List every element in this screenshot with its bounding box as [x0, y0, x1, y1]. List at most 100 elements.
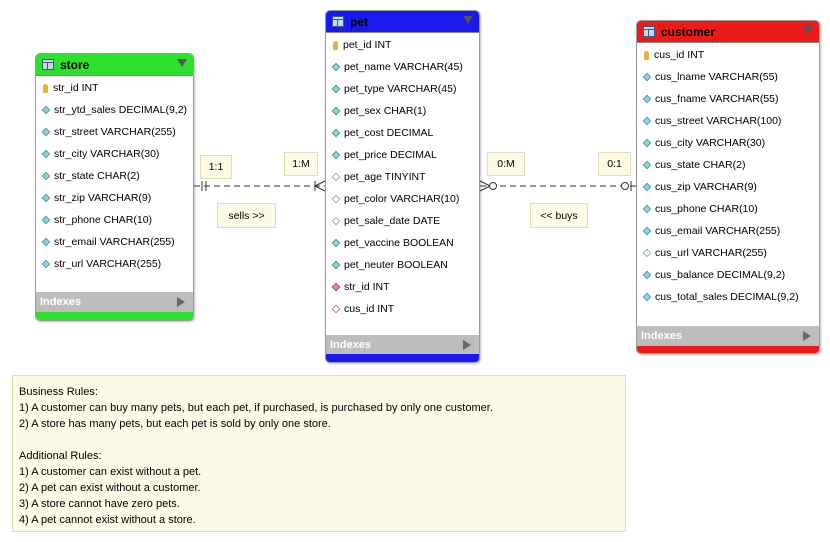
buys-relationship-label: << buys — [530, 203, 588, 228]
column-row[interactable]: cus_id INT — [331, 301, 395, 317]
diamond-filled-icon — [41, 171, 51, 181]
column-name: pet_name VARCHAR(45) — [344, 61, 463, 73]
diamond-filled-icon — [642, 292, 652, 302]
column-row[interactable]: str_id INT — [42, 80, 99, 96]
store-cardinality-label: 1:1 — [200, 155, 232, 179]
collapse-arrow-icon[interactable] — [803, 26, 813, 34]
column-name: pet_age TINYINT — [344, 171, 426, 183]
diamond-filled-icon — [331, 84, 341, 94]
column-row[interactable]: cus_lname VARCHAR(55) — [642, 69, 778, 85]
column-row[interactable]: cus_street VARCHAR(100) — [642, 113, 782, 129]
store-indexes-bar[interactable]: Indexes — [36, 292, 193, 312]
column-name: cus_city VARCHAR(30) — [655, 137, 766, 149]
indexes-label: Indexes — [40, 296, 81, 308]
diamond-filled-icon — [41, 215, 51, 225]
diamond-filled-icon — [642, 116, 652, 126]
column-name: str_url VARCHAR(255) — [54, 258, 162, 270]
table-icon — [332, 16, 344, 27]
column-row[interactable]: pet_name VARCHAR(45) — [331, 59, 463, 75]
column-row[interactable]: str_street VARCHAR(255) — [41, 124, 176, 140]
diamond-filled-icon — [642, 160, 652, 170]
customer-indexes-bar[interactable]: Indexes — [637, 326, 819, 346]
diamond-filled-icon — [41, 127, 51, 137]
column-row[interactable]: pet_vaccine BOOLEAN — [331, 235, 454, 251]
column-row[interactable]: pet_sale_date DATE — [331, 213, 440, 229]
store-table-title: store — [60, 57, 90, 72]
key-icon — [644, 50, 649, 60]
column-row[interactable]: cus_id INT — [643, 47, 704, 63]
column-name: cus_id INT — [654, 49, 705, 61]
column-row[interactable]: str_state CHAR(2) — [41, 168, 140, 184]
column-name: str_email VARCHAR(255) — [54, 236, 175, 248]
diamond-filled-icon — [331, 128, 341, 138]
column-name: cus_lname VARCHAR(55) — [655, 71, 778, 83]
column-row[interactable]: str_ytd_sales DECIMAL(9,2) — [41, 102, 187, 118]
column-row[interactable]: pet_sex CHAR(1) — [331, 103, 427, 119]
pet-table-header[interactable]: pet — [326, 11, 479, 33]
column-row[interactable]: pet_type VARCHAR(45) — [331, 81, 457, 97]
column-row[interactable]: cus_zip VARCHAR(9) — [642, 179, 757, 195]
pet-table[interactable]: pet pet_id INT pet_name VARCHAR(45) pet_ty… — [325, 10, 480, 363]
column-name: str_id INT — [344, 281, 390, 293]
column-row[interactable]: cus_city VARCHAR(30) — [642, 135, 766, 151]
column-row[interactable]: str_zip VARCHAR(9) — [41, 190, 151, 206]
table-icon — [643, 26, 655, 37]
column-name: cus_street VARCHAR(100) — [655, 115, 782, 127]
column-row[interactable]: pet_cost DECIMAL — [331, 125, 434, 141]
column-name: cus_total_sales DECIMAL(9,2) — [655, 291, 799, 303]
column-row[interactable]: str_phone CHAR(10) — [41, 212, 153, 228]
expand-arrow-icon[interactable] — [177, 297, 185, 307]
column-row[interactable]: cus_url VARCHAR(255) — [642, 245, 767, 261]
diamond-filled-icon — [642, 182, 652, 192]
column-row[interactable]: str_url VARCHAR(255) — [41, 256, 162, 272]
collapse-arrow-icon[interactable] — [177, 59, 187, 67]
column-name: str_city VARCHAR(30) — [54, 148, 160, 160]
pet-crowfoot-top — [314, 180, 326, 187]
pet-cardinality-label: 1:M — [284, 152, 318, 176]
diamond-red-empty-icon — [331, 304, 341, 314]
pet-crowfoot2-top — [479, 180, 491, 187]
column-name: pet_vaccine BOOLEAN — [344, 237, 454, 249]
diamond-empty-icon — [331, 216, 341, 226]
pet-zero-mark — [489, 182, 497, 190]
column-name: pet_type VARCHAR(45) — [344, 83, 457, 95]
column-row[interactable]: str_id INT — [331, 279, 390, 295]
customer-table-header[interactable]: customer — [637, 21, 819, 43]
collapse-arrow-icon[interactable] — [463, 16, 473, 24]
column-row[interactable]: cus_balance DECIMAL(9,2) — [642, 267, 785, 283]
indexes-label: Indexes — [641, 330, 682, 342]
expand-arrow-icon[interactable] — [803, 331, 811, 341]
key-icon — [333, 40, 338, 50]
column-row[interactable]: pet_id INT — [332, 37, 391, 53]
column-row[interactable]: pet_price DECIMAL — [331, 147, 437, 163]
diamond-filled-icon — [331, 238, 341, 248]
column-name: cus_zip VARCHAR(9) — [655, 181, 757, 193]
column-name: cus_id INT — [344, 303, 395, 315]
column-row[interactable]: str_city VARCHAR(30) — [41, 146, 160, 162]
note-line: 2) A pet can exist without a customer. — [19, 482, 201, 494]
column-name: pet_cost DECIMAL — [344, 127, 434, 139]
column-name: pet_sex CHAR(1) — [344, 105, 427, 117]
column-name: pet_color VARCHAR(10) — [344, 193, 460, 205]
column-row[interactable]: cus_state CHAR(2) — [642, 157, 746, 173]
diamond-filled-icon — [331, 62, 341, 72]
store-table[interactable]: store str_id INT str_ytd_sales DECIMAL(9,… — [35, 53, 194, 321]
column-row[interactable]: pet_neuter BOOLEAN — [331, 257, 448, 273]
column-row[interactable]: cus_fname VARCHAR(55) — [642, 91, 779, 107]
column-name: cus_state CHAR(2) — [655, 159, 746, 171]
diamond-filled-icon — [41, 237, 51, 247]
customer-table[interactable]: customer cus_id INT cus_lname VARCHAR(55)… — [636, 20, 820, 354]
store-table-header[interactable]: store — [36, 54, 193, 76]
column-name: str_street VARCHAR(255) — [54, 126, 176, 138]
diamond-filled-icon — [642, 72, 652, 82]
column-name: str_phone CHAR(10) — [54, 214, 153, 226]
column-row[interactable]: cus_phone CHAR(10) — [642, 201, 758, 217]
expand-arrow-icon[interactable] — [463, 340, 471, 350]
column-row[interactable]: cus_total_sales DECIMAL(9,2) — [642, 289, 799, 305]
pet-indexes-bar[interactable]: Indexes — [326, 335, 479, 355]
column-row[interactable]: pet_age TINYINT — [331, 169, 426, 185]
diamond-red-icon — [331, 282, 341, 292]
column-row[interactable]: pet_color VARCHAR(10) — [331, 191, 460, 207]
column-row[interactable]: str_email VARCHAR(255) — [41, 234, 175, 250]
column-row[interactable]: cus_email VARCHAR(255) — [642, 223, 780, 239]
